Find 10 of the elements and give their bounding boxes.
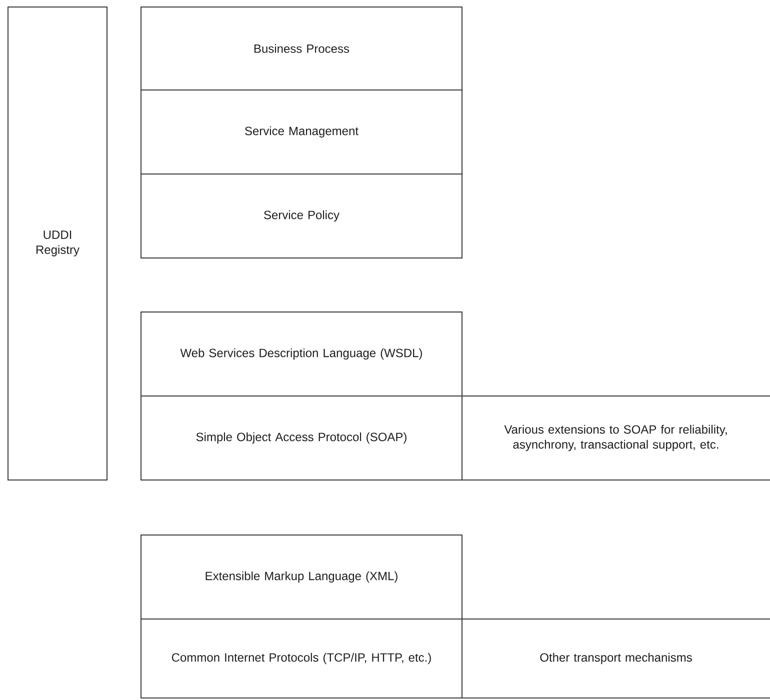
layer-box: Common Internet Protocols (TCP/IP, HTTP, etc.) bbox=[140, 618, 462, 698]
layer-box: UDDI Registry bbox=[8, 6, 108, 480]
layer-box: Service Management bbox=[140, 89, 462, 174]
layer-box: Service Policy bbox=[140, 173, 462, 258]
layer-box: Extensible Markup Language (XML) bbox=[140, 534, 462, 620]
layer-box: Web Services Description Language (WSDL) bbox=[140, 311, 462, 396]
layer-box: Simple Object Access Protocol (SOAP) bbox=[140, 395, 462, 480]
layer-cell: Various extensions to SOAP for reliability, asynchrony, transactional support, etc. bbox=[462, 395, 770, 480]
layer-box: Business Process bbox=[140, 6, 462, 90]
layer-cell: Other transport mechanisms bbox=[462, 618, 770, 698]
